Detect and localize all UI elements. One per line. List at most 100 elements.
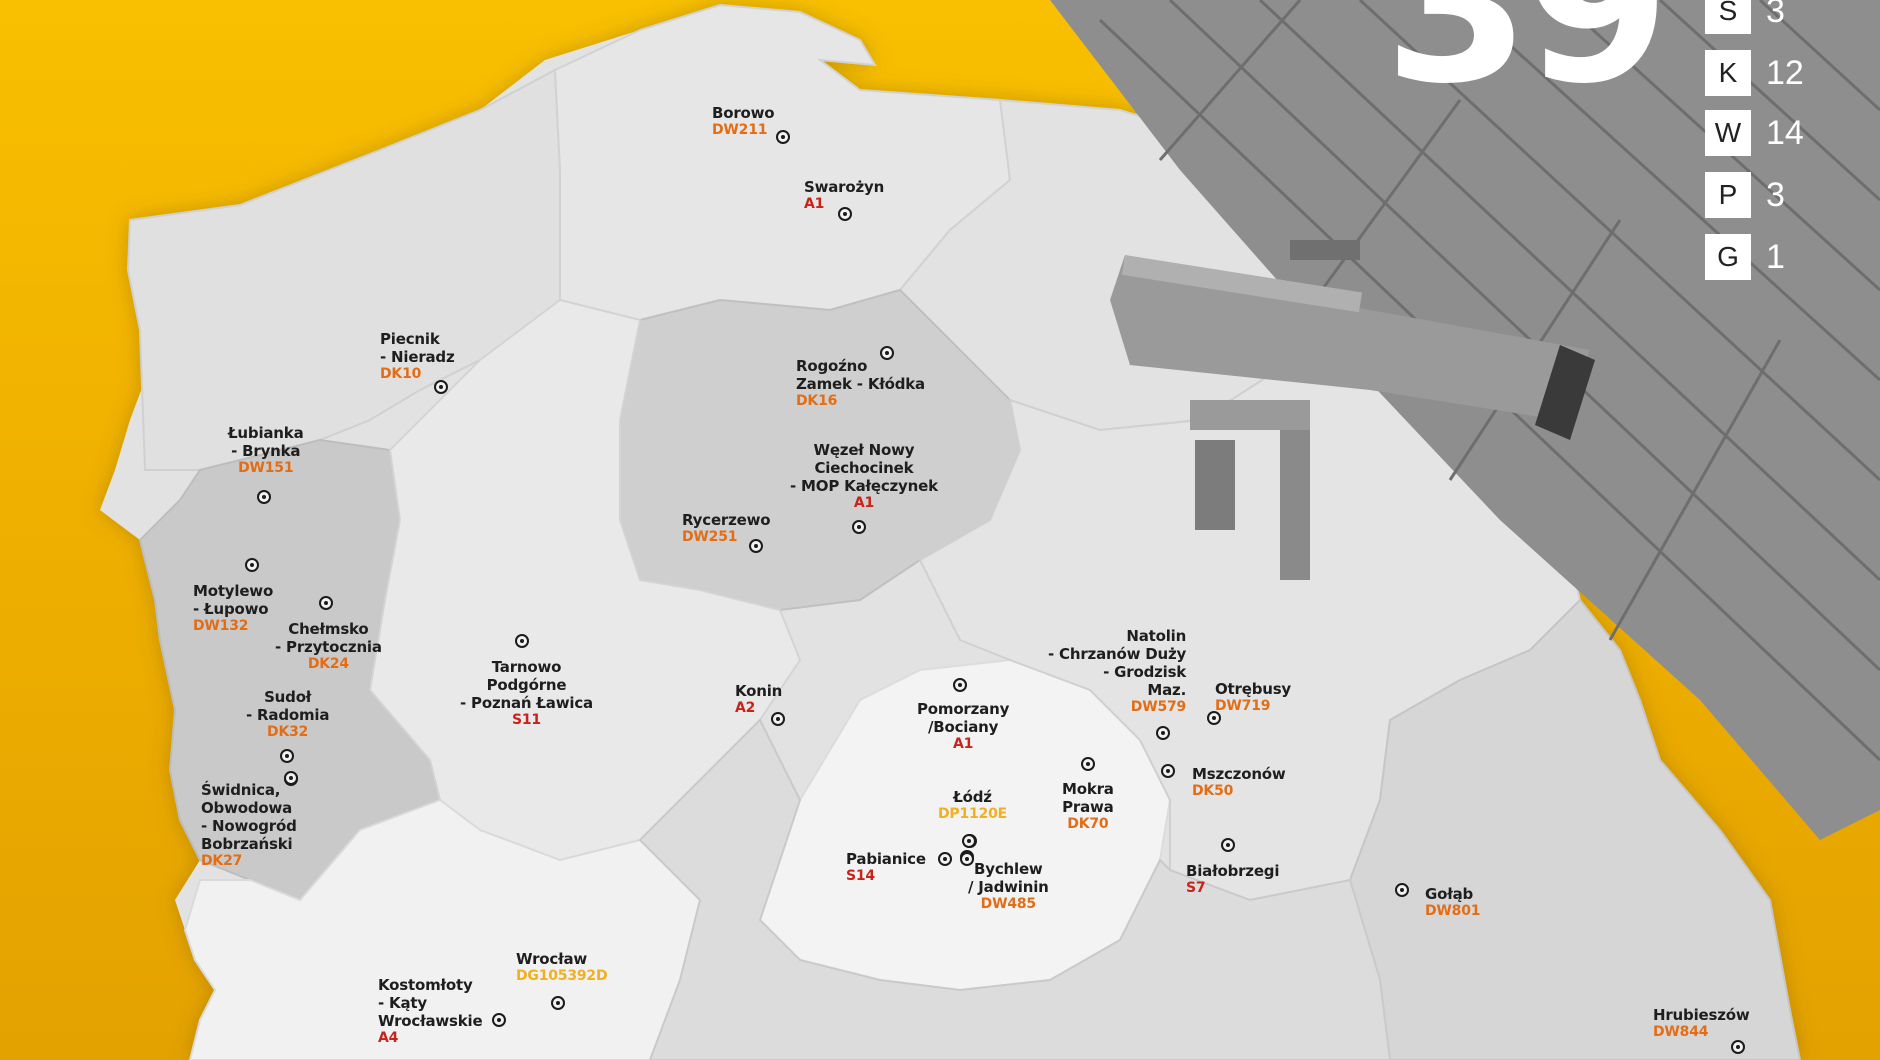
road-code: DK32: [267, 724, 309, 740]
camera-body: [1110, 255, 1590, 420]
legend-letter: G: [1705, 234, 1751, 280]
camera-location-pin[interactable]: [551, 996, 565, 1010]
location-name: Motylewo - Łupowo: [193, 582, 274, 618]
road-code: DK16: [796, 393, 838, 409]
location-name: Sudoł - Radomia: [246, 688, 330, 724]
camera-location-pin[interactable]: [838, 207, 852, 221]
location-name: Borowo: [712, 104, 775, 122]
location-name: Rycerzewo: [682, 511, 771, 529]
road-code: DK24: [307, 656, 349, 672]
camera-location-pin[interactable]: [492, 1013, 506, 1027]
camera-illustration: [1050, 0, 1880, 840]
road-code: DW579: [1130, 699, 1187, 715]
road-code: S7: [1186, 880, 1206, 896]
legend-count: 3: [1766, 176, 1785, 214]
location-name: Białobrzegi: [1186, 862, 1280, 880]
camera-location-pin[interactable]: [880, 346, 894, 360]
camera-location-pin[interactable]: [962, 834, 976, 848]
region-lubelskie: [1348, 598, 1802, 1060]
camera-location-pin[interactable]: [1731, 1040, 1745, 1054]
road-code: DW485: [980, 896, 1036, 912]
road-code: A1: [853, 495, 875, 511]
road-code: DW801: [1425, 903, 1481, 919]
camera-location-pin[interactable]: [1207, 711, 1221, 725]
gantry-grating: [1098, 0, 1880, 762]
road-code: DG105392D: [516, 968, 608, 984]
road-code: DK27: [201, 853, 243, 869]
road-code: DW151: [238, 460, 294, 476]
region-wielkopolskie: [368, 298, 802, 862]
road-code: DW132: [193, 618, 249, 634]
camera-location-pin[interactable]: [749, 539, 763, 553]
road-code: DK70: [1067, 816, 1109, 832]
camera-hood-top: [1121, 255, 1363, 313]
legend-letter: W: [1705, 110, 1751, 156]
camera-location-pin[interactable]: [960, 852, 974, 866]
location-name: Natolin - Chrzanów Duży - Grodzisk Maz.: [1048, 627, 1187, 699]
camera-location-pin[interactable]: [1395, 883, 1409, 897]
total-count: 39: [1384, 0, 1670, 130]
camera-bracket: [1190, 400, 1310, 430]
camera-location-pin[interactable]: [771, 712, 785, 726]
legend-count: 1: [1766, 238, 1785, 276]
camera-location-pin[interactable]: [319, 596, 333, 610]
road-code: DK10: [380, 366, 422, 382]
legend-count: 3: [1766, 0, 1785, 30]
location-label: Natolin - Chrzanów Duży - Grodzisk Maz.D…: [1048, 627, 1186, 716]
location-name: Tarnowo Podgórne - Poznań Ławica: [460, 658, 593, 712]
location-name: Mszczonów: [1192, 765, 1286, 783]
legend-count: 14: [1766, 114, 1804, 152]
road-code: S11: [511, 712, 541, 728]
legend-letter: K: [1705, 50, 1751, 96]
camera-location-pin[interactable]: [1221, 838, 1235, 852]
location-name: Pabianice: [846, 850, 926, 868]
camera-lens-hood: [1535, 345, 1595, 440]
camera-location-pin[interactable]: [280, 749, 294, 763]
camera-location-pin[interactable]: [776, 130, 790, 144]
camera-location-pin[interactable]: [1161, 764, 1175, 778]
location-label: Świdnica, Obwodowa - Nowogród Bobrzański…: [201, 781, 297, 870]
location-name: Łubianka - Brynka: [228, 424, 304, 460]
road-code: A2: [735, 700, 756, 716]
camera-location-pin[interactable]: [938, 852, 952, 866]
legend-letter: P: [1705, 172, 1751, 218]
camera-location-pin[interactable]: [434, 380, 448, 394]
camera-location-pin[interactable]: [852, 520, 866, 534]
camera-location-pin[interactable]: [1156, 726, 1170, 740]
gantry-beam: [1050, 0, 1880, 840]
location-name: Łódź: [953, 788, 992, 806]
camera-location-pin[interactable]: [245, 558, 259, 572]
road-code: DP1120E: [938, 806, 1008, 822]
camera-location-pin[interactable]: [953, 678, 967, 692]
road-code: DW211: [712, 122, 768, 138]
camera-location-pin[interactable]: [257, 490, 271, 504]
location-name: Wrocław: [516, 950, 588, 968]
road-code: DK50: [1192, 783, 1234, 799]
location-name: Swarożyn: [804, 178, 885, 196]
camera-location-pin[interactable]: [284, 771, 298, 785]
road-code: DW719: [1215, 698, 1271, 714]
camera-location-pin[interactable]: [1081, 757, 1095, 771]
region-south: [638, 718, 1392, 1060]
legend-count: 12: [1766, 54, 1804, 92]
location-name: Gołąb: [1425, 885, 1474, 903]
camera-location-pin[interactable]: [515, 634, 529, 648]
